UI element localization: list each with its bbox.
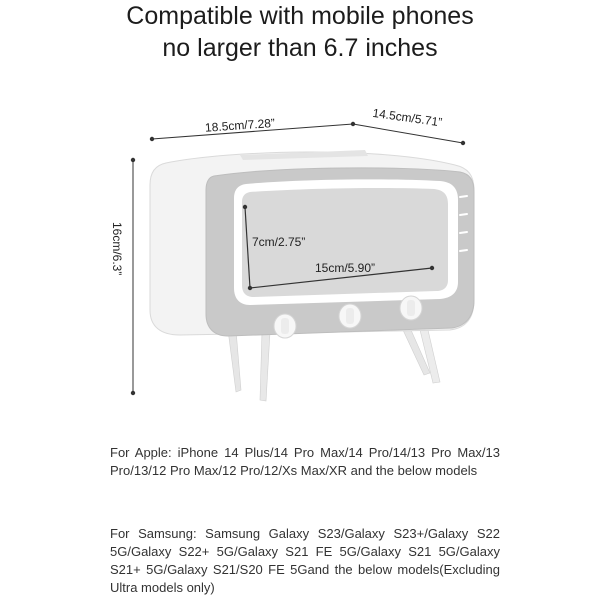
screen-width-dimension: 15cm/5.90” bbox=[249, 261, 435, 289]
depth-dimension: 14.5cm/5.71” bbox=[352, 106, 466, 146]
headline-line-2: no larger than 6.7 inches bbox=[162, 34, 438, 62]
screen-height-label: 7cm/2.75” bbox=[252, 235, 305, 249]
tv-legs bbox=[227, 329, 441, 402]
height-dimension: 16cm/6.3” bbox=[110, 157, 136, 396]
screen bbox=[242, 188, 448, 297]
apple-compatibility: For Apple: iPhone 14 Plus/14 Pro Max/14 … bbox=[110, 445, 500, 478]
depth-label: 14.5cm/5.71” bbox=[372, 106, 443, 130]
height-label: 16cm/6.3” bbox=[110, 222, 124, 275]
headline-line-1: Compatible with mobile phones bbox=[126, 2, 474, 30]
side-ticks bbox=[459, 195, 468, 252]
tv-holder-illustration: 18.5cm/7.28” 14.5cm/5.71” 16cm/6.3” 7cm/… bbox=[110, 106, 475, 402]
tissue-slot bbox=[240, 150, 368, 160]
knobs bbox=[273, 295, 423, 339]
width-dimension: 18.5cm/7.28” bbox=[149, 116, 356, 142]
width-label: 18.5cm/7.28” bbox=[205, 116, 276, 135]
samsung-compatibility: For Samsung: Samsung Galaxy S23/Galaxy S… bbox=[110, 526, 500, 595]
screen-width-label: 15cm/5.90” bbox=[315, 261, 375, 275]
headline: Compatible with mobile phones no larger … bbox=[0, 0, 600, 64]
